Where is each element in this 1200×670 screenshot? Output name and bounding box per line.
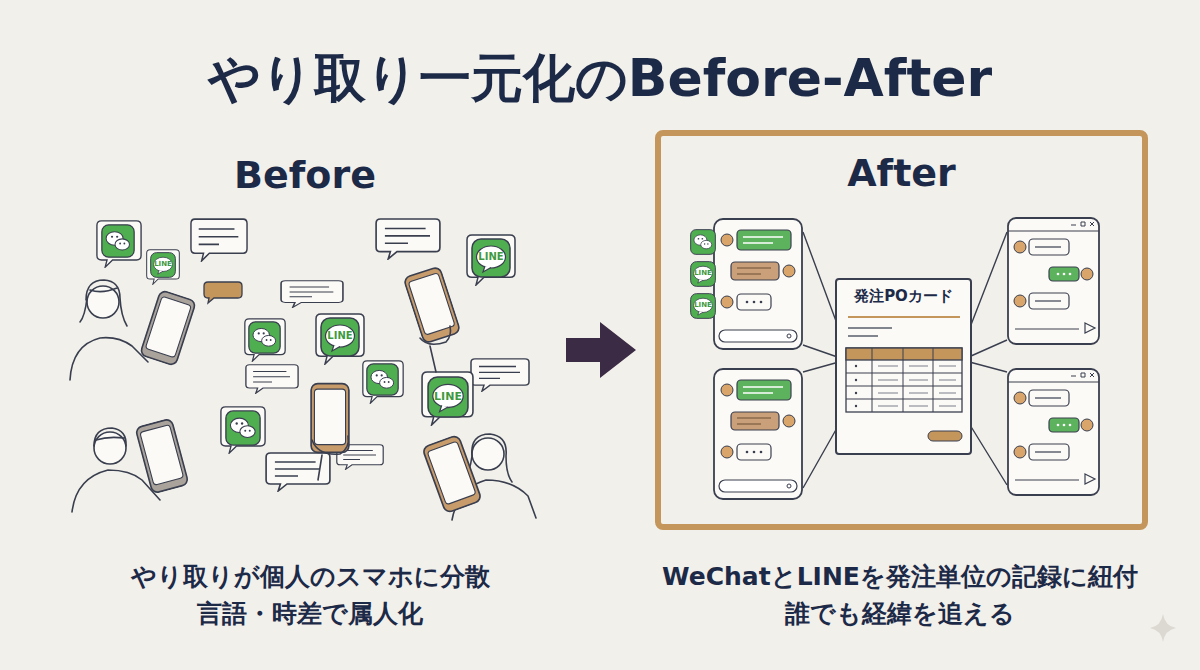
po-table-header (846, 348, 962, 360)
line-icon (428, 377, 468, 417)
line-icon (321, 318, 359, 356)
text-bubble (471, 359, 529, 391)
transition-arrow (566, 322, 636, 378)
icon-bubble (147, 250, 180, 285)
app-icon-text: LINE (434, 391, 462, 402)
hand (420, 326, 451, 372)
icon-bubble (245, 319, 285, 361)
row-dot (855, 392, 857, 394)
phone (140, 290, 196, 366)
people-sketch (70, 280, 536, 520)
caption-text: WeChatとLINEを発注単位の記録に紐付 誰でも経緯を追える (610, 558, 1190, 632)
after-panel: After 発注POカード (655, 130, 1148, 530)
wechat-icon (102, 225, 134, 257)
phone (135, 418, 188, 493)
row-dot (855, 365, 857, 367)
icon-bubble (316, 314, 364, 364)
po-table-grid (846, 348, 962, 412)
icon-bubble (467, 235, 515, 285)
po-table-cells (878, 366, 956, 406)
chat-bubbles (191, 219, 529, 491)
icon-bubble (221, 407, 265, 453)
line-icon (691, 262, 716, 287)
app-icon-text: LINE (694, 270, 712, 277)
card-underline (848, 316, 960, 318)
node-text: After (661, 152, 1142, 196)
person-body (72, 470, 160, 512)
person-hair (94, 428, 126, 446)
wechat-icon (367, 364, 398, 395)
po-card: 発注POカード (835, 278, 972, 455)
line-icon (691, 294, 716, 319)
wechat-icon (249, 322, 280, 353)
person-hair (80, 280, 127, 326)
leader-lines (803, 232, 1007, 488)
phone (403, 266, 460, 343)
app-icon-text: LINE (327, 331, 352, 341)
wechat-icon (226, 411, 260, 445)
app-icons (97, 221, 515, 453)
app-icon-text: LINE (154, 261, 172, 268)
diagram-title: やり取り一元化のBefore-After (0, 48, 1200, 108)
node-text: 発注POカード (837, 288, 970, 305)
hand (312, 436, 348, 480)
icon-bubble (97, 221, 141, 267)
text-bubble (281, 281, 343, 308)
line-icon (151, 253, 176, 278)
row-dot (855, 379, 857, 381)
phone (311, 384, 349, 453)
phone (422, 435, 482, 514)
card-fill (835, 278, 972, 455)
wechat-icon (691, 230, 716, 255)
card-button (928, 431, 962, 441)
text-bubble (191, 219, 247, 261)
icon-bubble (422, 372, 473, 425)
hands (312, 326, 451, 480)
caption-text: やり取りが個人のスマホに分散 言語・時差で属人化 (90, 558, 530, 632)
chat-window (714, 369, 802, 499)
po-table (846, 348, 962, 412)
person-body (70, 338, 148, 380)
line-icon (472, 239, 510, 277)
chat-window (1008, 218, 1099, 344)
text-bubble (266, 453, 330, 491)
section-heading: Before (234, 156, 376, 194)
app-icon-text: LINE (694, 302, 712, 309)
watermark-sparkle (1150, 614, 1176, 642)
app-icon-text: LINE (478, 252, 503, 262)
after-illustration (691, 218, 1099, 499)
person-head (472, 438, 504, 470)
chat-window (1008, 369, 1099, 495)
brown-bubble (204, 282, 242, 303)
chat-window (714, 219, 802, 349)
text-bubble (246, 365, 298, 394)
phones (135, 266, 482, 513)
row-dot (855, 405, 857, 407)
text-bubble (376, 219, 440, 259)
icon-bubble (363, 361, 403, 403)
card-text-lines (848, 328, 892, 336)
